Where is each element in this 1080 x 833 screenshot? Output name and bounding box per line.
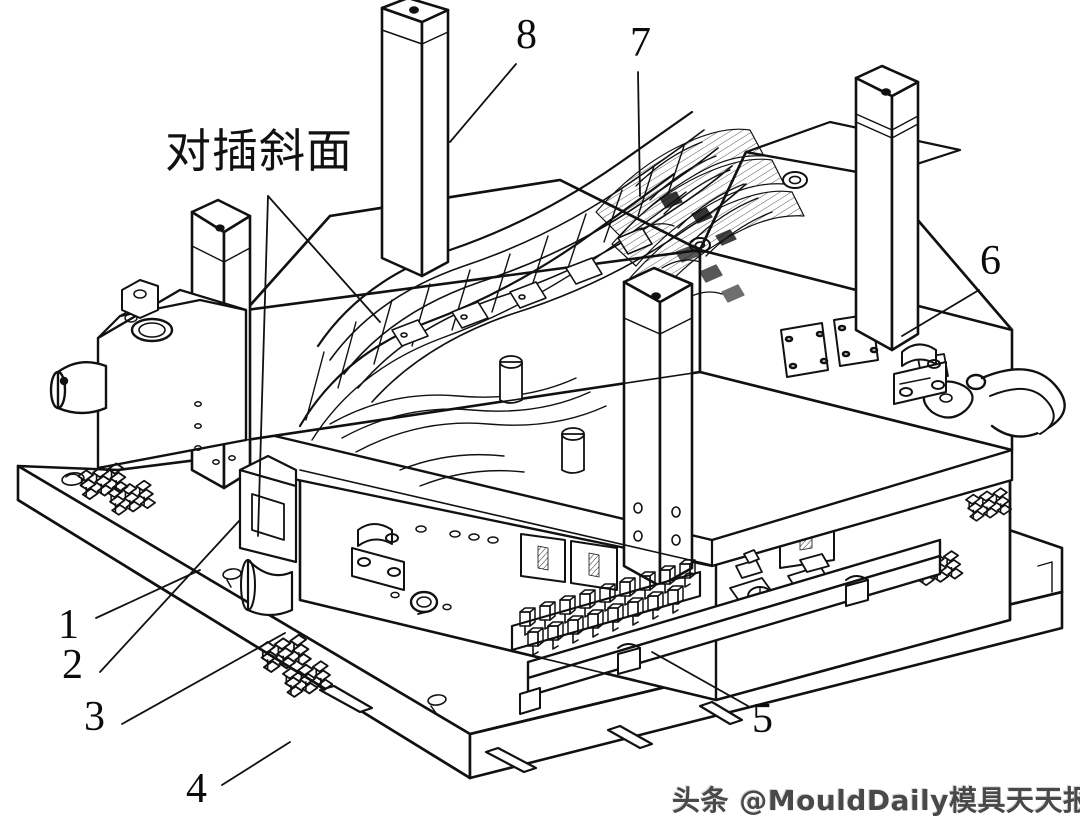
leader-3 [121, 632, 286, 725]
leader-2 [99, 520, 240, 673]
nameplate-right [570, 540, 618, 591]
callout-5: 5 [752, 696, 773, 742]
leader-6 [901, 289, 980, 337]
left-slide-wedge [238, 454, 298, 617]
callout-6: 6 [980, 238, 1001, 284]
clamp-bracket-left [351, 523, 405, 591]
nameplate-left [520, 533, 566, 583]
callout-4: 4 [186, 766, 207, 812]
guide-pillar-right-rear [854, 64, 920, 352]
annotation-interlocking-slope: 对插斜面 [165, 124, 353, 178]
leader-7 [637, 71, 641, 197]
guide-pillar-rear-center [380, 0, 450, 278]
callout-1: 1 [58, 602, 79, 648]
leader-4 [221, 741, 291, 786]
guide-pillar-center-front [622, 266, 694, 588]
leader-note-2 [267, 195, 381, 323]
callout-2: 2 [62, 642, 83, 688]
leader-lines [95, 63, 980, 786]
callout-8: 8 [516, 12, 537, 58]
cooling-manifold-bank [510, 559, 702, 656]
sprue-bush-cylinder [49, 360, 108, 415]
clamp-bracket-right [893, 343, 947, 405]
callout-3: 3 [84, 694, 105, 740]
leader-note [257, 195, 269, 537]
left-end-block [49, 279, 248, 470]
leader-5 [651, 651, 749, 707]
leader-1 [95, 569, 201, 619]
lifting-eye-right [965, 368, 1066, 438]
product-cavity-detail [298, 110, 805, 487]
front-cross-rails [519, 538, 942, 715]
watermark: 头条 @MouldDaily模具天天报 [672, 784, 1080, 817]
callout-7: 7 [630, 20, 651, 66]
leader-8 [449, 63, 517, 143]
